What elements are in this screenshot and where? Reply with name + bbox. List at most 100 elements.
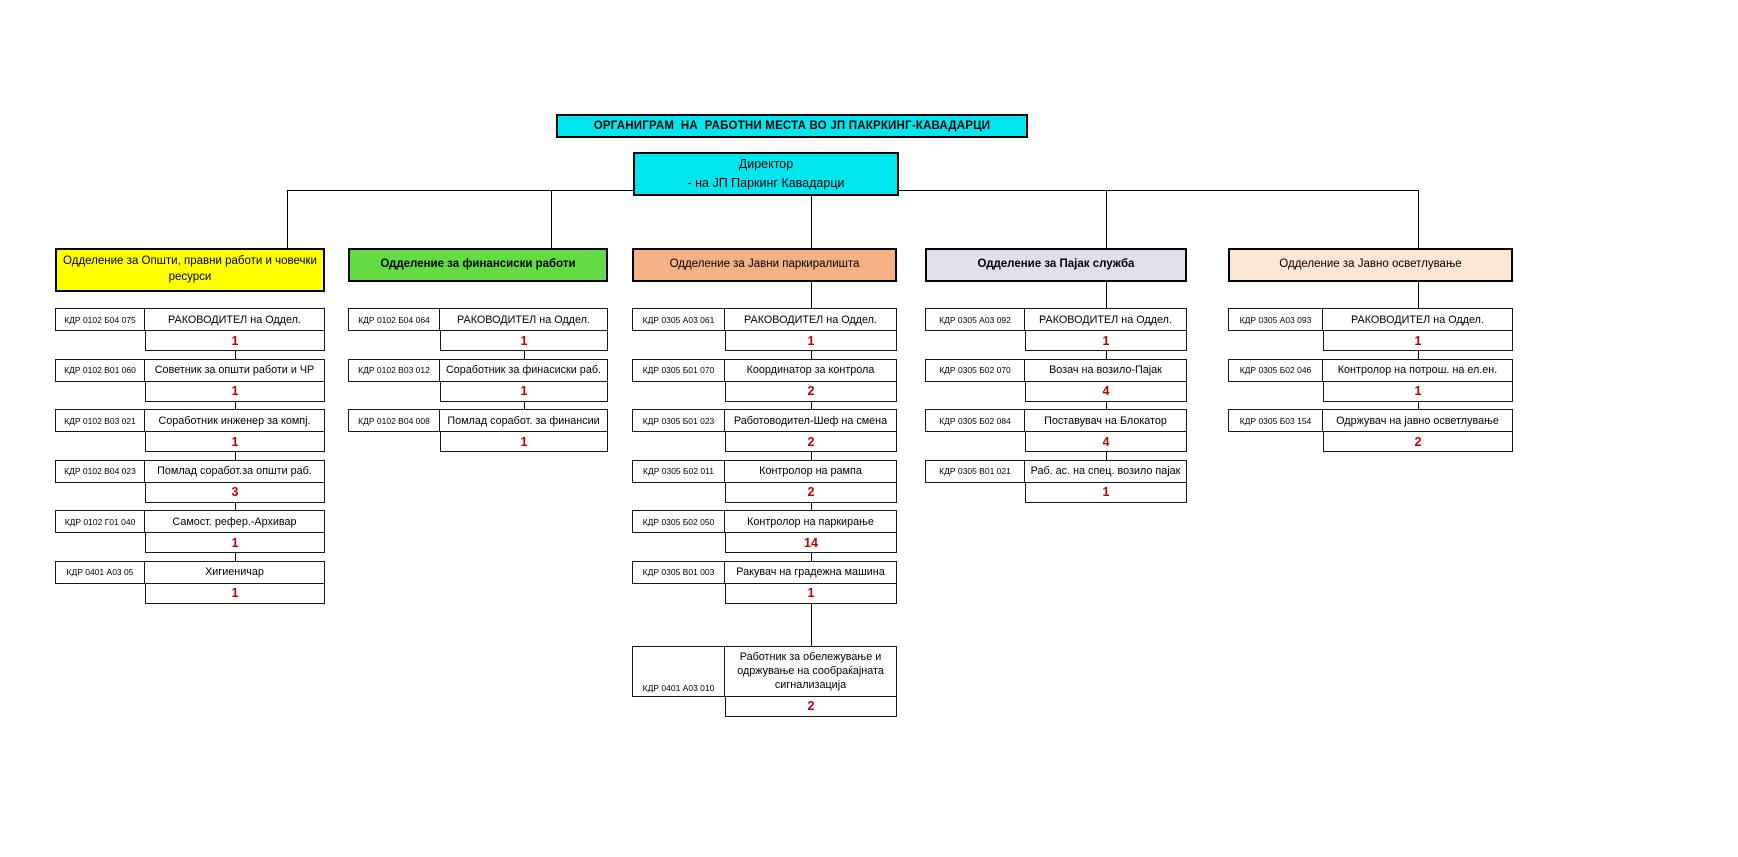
position-title: Одржувач на јавно осветлување <box>1323 409 1513 432</box>
position-title: РАКОВОДИТЕЛ на Оддел. <box>1323 308 1513 331</box>
position-count: 14 <box>725 533 897 553</box>
position-title: Поставувач на Блокатор <box>1025 409 1187 432</box>
director-subtitle: - на ЈП Паркинг Кавадарци <box>687 176 845 190</box>
connector-line <box>811 401 813 409</box>
connector-line <box>811 282 813 308</box>
connector-line <box>551 190 553 248</box>
position-count: 3 <box>145 482 325 503</box>
position-count: 1 <box>1323 381 1513 402</box>
position-code: КДР 0305 А03 093 <box>1228 308 1323 331</box>
connector-line <box>811 196 813 248</box>
position-count: 1 <box>145 432 325 452</box>
position-count: 2 <box>1323 432 1513 452</box>
position-title: РАКОВОДИТЕЛ на Оддел. <box>1025 308 1187 331</box>
connector-line <box>811 452 813 460</box>
connector-line <box>1106 190 1108 248</box>
connector-line <box>1418 282 1420 308</box>
position-title: Хигиеничар <box>145 560 325 584</box>
position-code: КДР 0305 Б02 070 <box>925 358 1025 382</box>
position-count: 1 <box>440 381 608 402</box>
position-count: 2 <box>725 696 897 717</box>
position-code: КДР 0305 Б01 023 <box>632 409 725 432</box>
dept-header: Одделение за Јавни паркиралишта <box>632 248 897 282</box>
position-code: КДР 0102 В04 008 <box>348 409 440 432</box>
director-box: Директор - на ЈП Паркинг Кавадарци <box>633 152 899 196</box>
position-code: КДР 0305 Б02 046 <box>1228 358 1323 382</box>
position-title: Ракувач на градежна машина <box>725 560 897 584</box>
position-count: 1 <box>145 381 325 402</box>
position-code: КДР 0305 Б02 084 <box>925 409 1025 432</box>
position-title: Соработник за финасиски раб. <box>440 358 608 382</box>
position-title: Работник за обележување и одржување на с… <box>725 645 897 697</box>
position-code: КДР 0305 Б02 011 <box>632 459 725 483</box>
connector-line <box>524 401 526 409</box>
connector-line <box>235 452 237 460</box>
position-title: Работоводител-Шеф на смена <box>725 409 897 432</box>
connector-line <box>811 553 813 561</box>
position-count: 1 <box>145 533 325 553</box>
position-title: РАКОВОДИТЕЛ на Оддел. <box>145 308 325 331</box>
connector-line <box>1106 282 1108 308</box>
connector-line <box>811 502 813 510</box>
position-count: 2 <box>725 482 897 503</box>
position-code: КДР 0401 А03 010 <box>632 645 725 697</box>
position-title: Контролор на паркирање <box>725 510 897 533</box>
position-title: Советник за општи работи и ЧР <box>145 358 325 382</box>
connector-line <box>235 351 237 359</box>
connector-line <box>811 351 813 359</box>
position-title: Контролор на рампа <box>725 459 897 483</box>
position-count: 1 <box>725 331 897 351</box>
position-title: Помлад соработ.за општи раб. <box>145 459 325 483</box>
position-title: РАКОВОДИТЕЛ на Оддел. <box>725 308 897 331</box>
connector-line <box>898 190 1418 192</box>
position-count: 1 <box>145 331 325 351</box>
position-count: 1 <box>145 583 325 604</box>
position-count: 1 <box>1323 331 1513 351</box>
connector-line <box>287 190 289 248</box>
position-count: 2 <box>725 381 897 402</box>
connector-line <box>1418 351 1420 359</box>
connector-line <box>235 502 237 510</box>
position-code: КДР 0102 Б04 064 <box>348 308 440 331</box>
connector-line <box>1106 351 1108 359</box>
connector-line <box>524 351 526 359</box>
connector-line <box>1106 401 1108 409</box>
position-code: КДР 0102 В01 060 <box>55 358 145 382</box>
connector-line <box>1106 452 1108 460</box>
position-count: 1 <box>1025 482 1187 503</box>
position-code: КДР 0305 В01 003 <box>632 560 725 584</box>
connector-line <box>235 553 237 561</box>
dept-header: Одделение за Јавно осветлување <box>1228 248 1513 282</box>
position-title: Раб. ас. на спец. возило пајак <box>1025 459 1187 483</box>
position-title: Помлад соработ. за финансии <box>440 409 608 432</box>
position-count: 4 <box>1025 432 1187 452</box>
position-code: КДР 0305 В01 021 <box>925 459 1025 483</box>
chart-title: ОРГАНИГРАМ НА РАБОТНИ МЕСТА ВО ЈП ПАКРКИ… <box>556 114 1028 138</box>
position-code: КДР 0102 В04 023 <box>55 459 145 483</box>
position-code: КДР 0102 В03 021 <box>55 409 145 432</box>
position-code: КДР 0305 А03 061 <box>632 308 725 331</box>
director-title: Директор <box>738 157 794 172</box>
dept-header: Одделение за Пајак служба <box>925 248 1187 282</box>
position-code: КДР 0102 Г01 040 <box>55 510 145 533</box>
position-code: КДР 0305 Б01 070 <box>632 358 725 382</box>
position-code: КДР 0305 Б02 050 <box>632 510 725 533</box>
position-title: Координатор за контрола <box>725 358 897 382</box>
connector-line <box>811 603 813 646</box>
position-count: 2 <box>725 432 897 452</box>
position-title: Возач на возило-Пајак <box>1025 358 1187 382</box>
position-title: Соработник инженер за компј. <box>145 409 325 432</box>
connector-line <box>287 190 633 192</box>
position-code: КДР 0305 Б03 154 <box>1228 409 1323 432</box>
position-title: Контролор на потрош. на ел.ен. <box>1323 358 1513 382</box>
position-title: РАКОВОДИТЕЛ на Оддел. <box>440 308 608 331</box>
position-code: КДР 0102 Б04 075 <box>55 308 145 331</box>
dept-header: Одделение за Општи, правни работи и чове… <box>55 248 325 292</box>
position-count: 1 <box>725 583 897 604</box>
position-code: КДР 0305 А03 092 <box>925 308 1025 331</box>
dept-header: Одделение за финансиски работи <box>348 248 608 282</box>
position-count: 1 <box>440 432 608 452</box>
connector-line <box>1418 190 1420 248</box>
position-count: 4 <box>1025 381 1187 402</box>
